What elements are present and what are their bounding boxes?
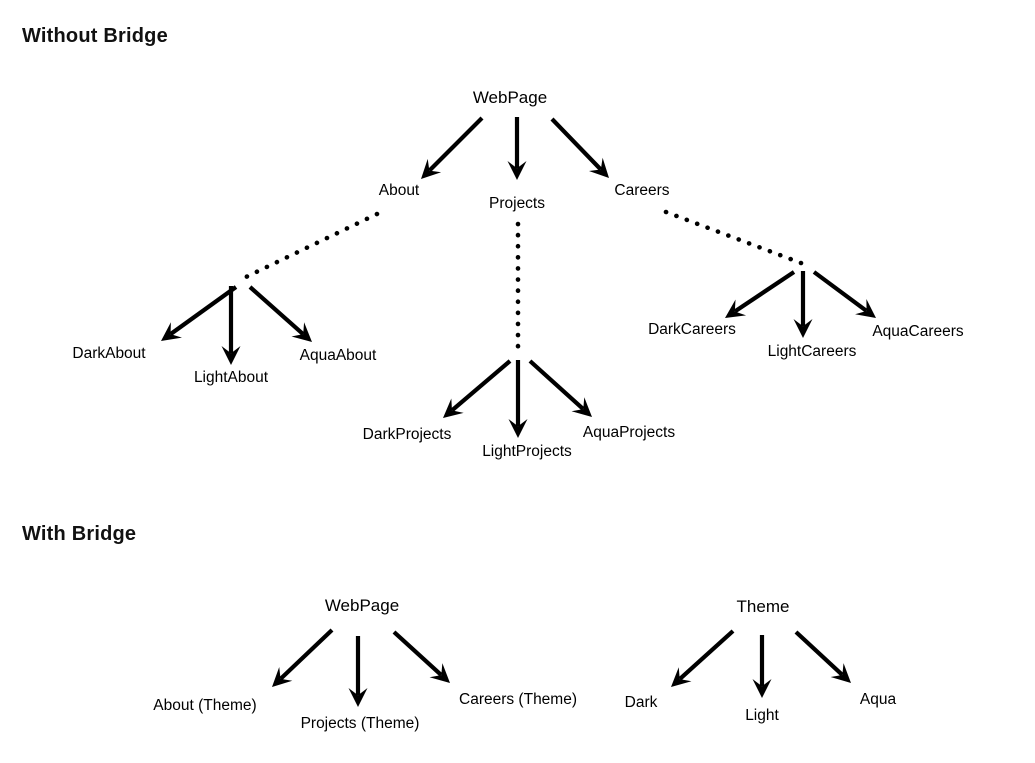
edge-e-bwp-care	[392, 630, 443, 677]
arrowhead-e-wp-projects	[507, 161, 527, 180]
arrowhead-e-c-aqua	[855, 299, 876, 318]
edge-e-care-hub	[663, 209, 804, 266]
edge-e-wp-careers	[550, 117, 603, 171]
edge-e-p-aqua	[528, 359, 585, 411]
arrowhead-layer	[161, 157, 876, 707]
edge-e-wp-about	[428, 116, 484, 172]
node-br-aqua: Aqua	[860, 691, 897, 708]
node-br-dark: Dark	[625, 694, 658, 711]
node-wb-lightprojects: LightProjects	[482, 443, 572, 460]
node-wb-aquacareers: AquaCareers	[872, 323, 964, 340]
arrowhead-e-c-dark	[725, 299, 747, 318]
node-wb-careers: Careers	[614, 182, 669, 199]
node-br-careers-theme: Careers (Theme)	[459, 691, 577, 708]
edge-e-about-hub	[243, 211, 380, 280]
node-wb-darkabout: DarkAbout	[72, 345, 146, 362]
edge-e-c-dark	[733, 270, 796, 314]
edge-e-a-aqua	[248, 285, 305, 336]
arrowhead-e-bwp-proj	[348, 688, 368, 707]
arrowhead-e-c-light	[793, 319, 813, 338]
node-br-projects-theme: Projects (Theme)	[301, 715, 420, 732]
edge-e-p-dark	[450, 359, 512, 412]
arrowhead-e-a-light	[221, 346, 241, 365]
edge-layer	[169, 116, 868, 695]
node-wb-darkcareers: DarkCareers	[648, 321, 736, 338]
node-wb-darkprojects: DarkProjects	[363, 426, 452, 443]
arrowhead-e-p-dark	[443, 398, 464, 418]
node-br-about-theme: About (Theme)	[153, 697, 256, 714]
arrowhead-e-p-aqua	[571, 397, 592, 417]
node-wb-aquaabout: AquaAbout	[300, 347, 377, 364]
node-wb-about: About	[379, 182, 420, 199]
node-br-webpage: WebPage	[325, 596, 399, 615]
arrowhead-e-wp-careers	[588, 157, 609, 178]
edge-e-a-dark	[169, 285, 238, 336]
arrowhead-e-th-dark	[671, 667, 692, 687]
node-br-light: Light	[745, 707, 779, 724]
arrowhead-e-bwp-care	[429, 663, 450, 683]
node-label-layer: WebPageAboutProjectsCareersDarkAboutLigh…	[72, 88, 964, 732]
edge-e-th-aqua	[794, 630, 844, 677]
edge-e-c-aqua	[812, 270, 868, 313]
node-br-theme: Theme	[737, 597, 790, 616]
section-heading-without-bridge: Without Bridge	[22, 25, 168, 47]
edge-e-bwp-about	[279, 628, 334, 681]
arrowhead-e-a-aqua	[291, 322, 312, 342]
arrowhead-e-wp-about	[421, 158, 442, 179]
node-wb-aquaprojects: AquaProjects	[583, 424, 675, 441]
arrowhead-e-p-light	[508, 419, 528, 438]
arrowhead-e-bwp-about	[272, 667, 293, 687]
arrowhead-e-th-aqua	[830, 663, 851, 683]
section-heading-with-bridge: With Bridge	[22, 523, 136, 545]
arrowhead-e-a-dark	[161, 322, 182, 341]
edge-e-th-dark	[678, 629, 735, 681]
arrowhead-e-th-light	[752, 679, 772, 698]
node-wb-webpage: WebPage	[473, 88, 547, 107]
node-wb-lightcareers: LightCareers	[768, 343, 857, 360]
node-wb-projects: Projects	[489, 195, 545, 212]
node-wb-lightabout: LightAbout	[194, 369, 269, 386]
